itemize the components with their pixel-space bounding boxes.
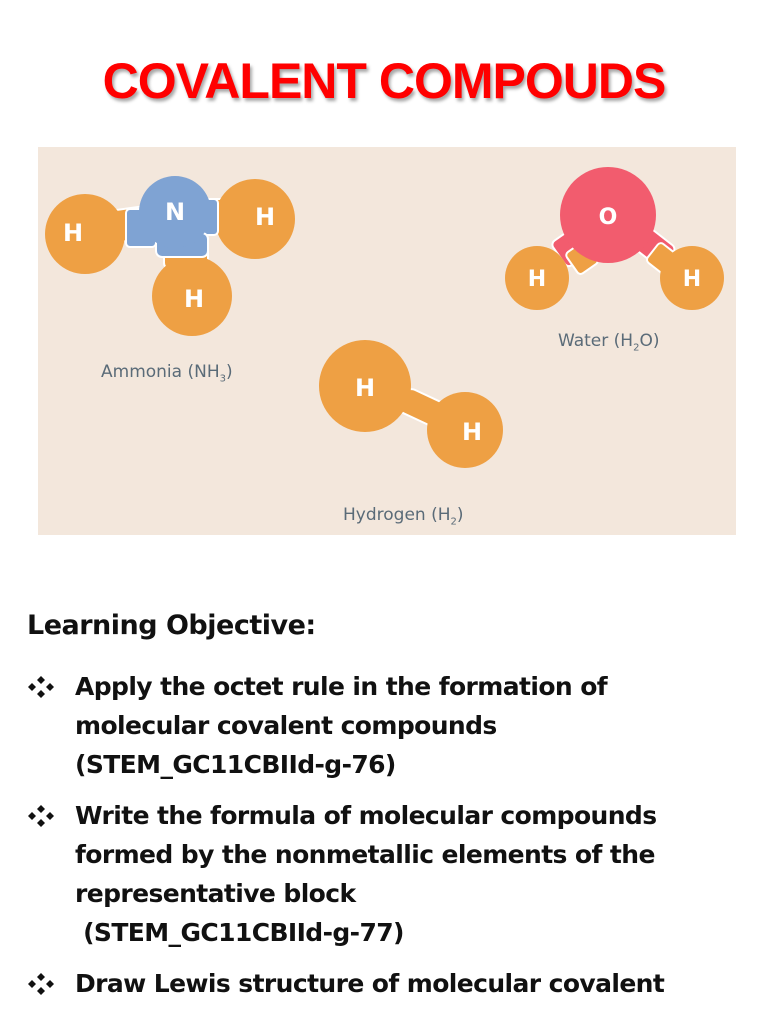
svg-text:H: H: [683, 267, 701, 292]
learning-objective-heading: Learning Objective:: [27, 610, 316, 641]
atom-label: N: [165, 198, 185, 226]
svg-text:O: O: [599, 205, 618, 230]
svg-text:H: H: [255, 203, 275, 231]
objective-item: Apply the octet rule in the formation of…: [0, 667, 768, 784]
water-molecule: O H H: [505, 167, 724, 310]
page-title: COVALENT COMPOUDS: [102, 53, 667, 109]
svg-text:H: H: [528, 267, 546, 292]
objective-item: Write the formula of molecular compounds…: [0, 796, 768, 952]
objectives-list: Apply the octet rule in the formation of…: [0, 667, 768, 1015]
diamond-bullet-icon: [28, 676, 54, 698]
objective-item: Draw Lewis structure of molecular covale…: [0, 964, 768, 1003]
ammonia-molecule: N H H H: [45, 176, 295, 336]
molecule-diagram: N H H H O H H H H: [45, 167, 724, 468]
diamond-bullet-icon: [28, 973, 54, 995]
diamond-bullet-icon: [28, 805, 54, 827]
molecule-illustration: N H H H O H H H H Ammonia (NH3) Water (: [38, 147, 736, 535]
hydrogen-label: Hydrogen (H2): [343, 505, 464, 528]
svg-text:H: H: [355, 374, 375, 402]
svg-text:H: H: [63, 219, 83, 247]
water-label: Water (H2O): [558, 331, 660, 354]
svg-text:H: H: [462, 418, 482, 446]
hydrogen-molecule: H H: [319, 340, 503, 468]
ammonia-label: Ammonia (NH3): [101, 362, 233, 385]
svg-text:H: H: [184, 285, 204, 313]
